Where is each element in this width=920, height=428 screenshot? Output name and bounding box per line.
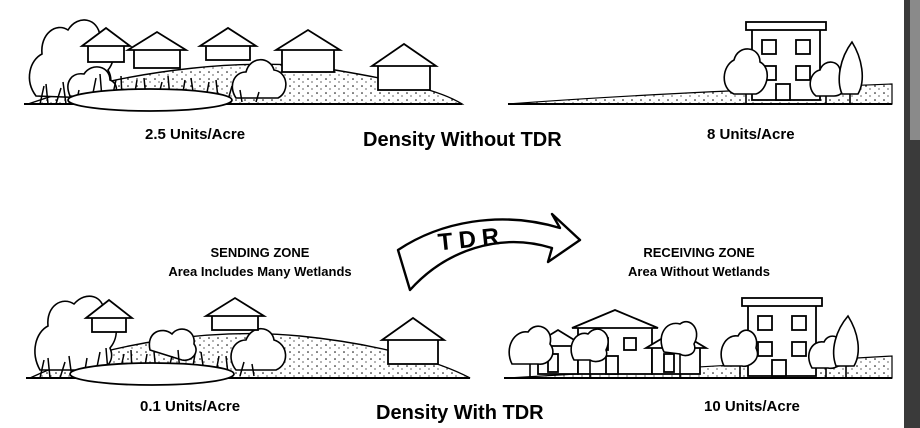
sending-zone-subtitle: Area Includes Many Wetlands: [168, 264, 352, 279]
house: [272, 28, 344, 73]
bottom-title: Density With TDR: [376, 402, 544, 424]
street-trees: [723, 40, 864, 104]
bottom-left-scene: [26, 295, 471, 386]
street-trees: [508, 314, 860, 378]
house: [379, 316, 447, 365]
house: [79, 26, 133, 63]
bottom-left-density: 0.1 Units/Acre: [140, 398, 241, 415]
house: [83, 298, 135, 333]
tdr-arrow: [396, 212, 582, 292]
house-row: [83, 296, 447, 365]
receiving-zone-title: RECEIVING ZONE: [643, 245, 755, 260]
receiving-zone-label: RECEIVING ZONE Area Without Wetlands: [594, 243, 804, 281]
top-right-density: 8 Units/Acre: [707, 126, 795, 143]
top-left-density: 2.5 Units/Acre: [145, 126, 246, 143]
bottom-right-density: 10 Units/Acre: [704, 398, 800, 415]
house: [369, 42, 439, 91]
top-title: Density Without TDR: [363, 129, 562, 151]
house: [196, 26, 260, 61]
viewer-scrollbar[interactable]: [904, 0, 920, 428]
top-right-scene: [507, 21, 893, 105]
top-left-scene: [24, 19, 465, 112]
sending-zone-title: SENDING ZONE: [210, 245, 310, 260]
house-row: [79, 26, 439, 91]
sending-zone-label: SENDING ZONE Area Includes Many Wetlands: [130, 243, 390, 281]
wetland-pond: [69, 362, 235, 386]
bottom-right-scene: [504, 297, 893, 379]
wetland-pond: [67, 88, 233, 112]
house: [202, 296, 268, 331]
receiving-zone-subtitle: Area Without Wetlands: [628, 264, 770, 279]
scrollbar-thumb[interactable]: [910, 0, 920, 140]
house: [124, 30, 190, 69]
